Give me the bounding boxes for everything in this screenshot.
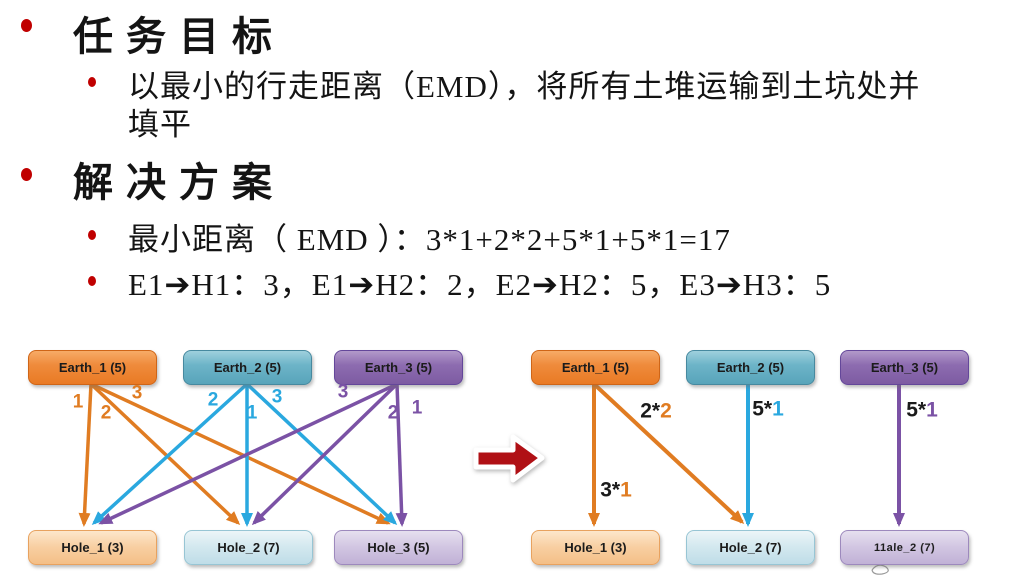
- distance-label-e2-h3: 3: [271, 386, 283, 408]
- bullet-icon: [21, 168, 32, 181]
- node-hole-2: Hole_2 (7): [184, 530, 313, 565]
- node-label: Earth_3 (5): [364, 360, 433, 375]
- node-hole-3-garbled: 11ale_2 (7): [840, 530, 969, 565]
- transform-arrow-icon: [473, 434, 545, 483]
- flow-distance: 1: [772, 397, 784, 421]
- arrow-e2-h1: [91, 382, 249, 526]
- node-hole-1: Hole_1 (3): [28, 530, 157, 565]
- flow-amount: 5*: [752, 397, 773, 421]
- diagram-all-distances: Earth_1 (5) Earth_2 (5) Earth_3 (5) Hole…: [0, 330, 510, 580]
- node-label: Earth_1 (5): [58, 360, 127, 375]
- task-goal-text-line2: 填平: [128, 107, 192, 142]
- node-earth-2: Earth_2 (5): [183, 350, 312, 385]
- section-title-solution: 解决方案: [73, 160, 285, 205]
- arrow-e1-h1: [78, 383, 93, 527]
- node-hole-2: Hole_2 (7): [686, 530, 815, 565]
- bullet-icon: [88, 276, 96, 286]
- watermark-scribble: [871, 564, 889, 575]
- distance-label-e1-h1: 1: [72, 391, 84, 413]
- flow-label-e1-h2: 2*2: [640, 401, 672, 422]
- solution-emd-formula: 最小距离（ EMD ）：3*1+2*2+5*1+5*1=17: [128, 222, 731, 257]
- section-title-task-goal: 任务目标: [73, 14, 285, 59]
- node-label: Hole_2 (7): [719, 540, 782, 555]
- flow-label-e2-h2: 5*1: [752, 399, 784, 420]
- node-label: Earth_2 (5): [716, 360, 785, 375]
- node-earth-3: Earth_3 (5): [334, 350, 463, 385]
- distance-label-e1-h2: 2: [100, 402, 112, 424]
- arrow-e1-h3: [90, 382, 391, 525]
- node-earth-1: Earth_1 (5): [531, 350, 660, 385]
- node-earth-2: Earth_2 (5): [686, 350, 815, 385]
- node-label: Hole_1 (3): [61, 540, 124, 555]
- solution-flow-assignments: E1➔H1：3，E1➔H2：2，E2➔H2：5，E3➔H3：5: [128, 267, 832, 302]
- distance-label-e1-h3: 3: [131, 382, 143, 404]
- node-earth-3: Earth_3 (5): [840, 350, 969, 385]
- bullet-icon: [21, 19, 32, 32]
- node-earth-1: Earth_1 (5): [28, 350, 157, 385]
- node-label: Earth_2 (5): [213, 360, 282, 375]
- flow-amount: 3*: [600, 478, 621, 502]
- task-goal-text-line1: 以最小的行走距离（EMD），将所有土堆运输到土坑处并: [128, 69, 921, 104]
- flow-distance: 2: [660, 399, 672, 423]
- distance-label-e3-h1: 3: [337, 381, 349, 403]
- flow-amount: 2*: [640, 399, 661, 423]
- flow-amount: 5*: [906, 398, 927, 422]
- arrow-e2-h3: [245, 382, 398, 526]
- distance-label-e2-h2: 1: [246, 402, 258, 424]
- node-label: Hole_2 (7): [217, 540, 280, 555]
- flow-distance: 1: [926, 398, 938, 422]
- node-label: Hole_3 (5): [367, 540, 430, 555]
- node-label: Hole_1 (3): [564, 540, 627, 555]
- distance-label-e3-h3: 1: [411, 397, 423, 419]
- node-hole-1: Hole_1 (3): [531, 530, 660, 565]
- diagram-optimal-flow: Earth_1 (5) Earth_2 (5) Earth_3 (5) Hole…: [510, 330, 1019, 580]
- node-label: 11ale_2 (7): [873, 541, 936, 554]
- distance-label-e3-h2: 2: [387, 402, 399, 424]
- node-hole-3: Hole_3 (5): [334, 530, 463, 565]
- flow-label-e3-h3: 5*1: [906, 400, 938, 421]
- node-label: Earth_1 (5): [561, 360, 630, 375]
- distance-label-e2-h1: 2: [207, 389, 219, 411]
- flow-label-e1-h1: 3*1: [600, 480, 632, 501]
- bullet-icon: [88, 230, 96, 240]
- bullet-icon: [88, 77, 96, 87]
- node-label: Earth_3 (5): [870, 360, 939, 375]
- flow-distance: 1: [620, 478, 632, 502]
